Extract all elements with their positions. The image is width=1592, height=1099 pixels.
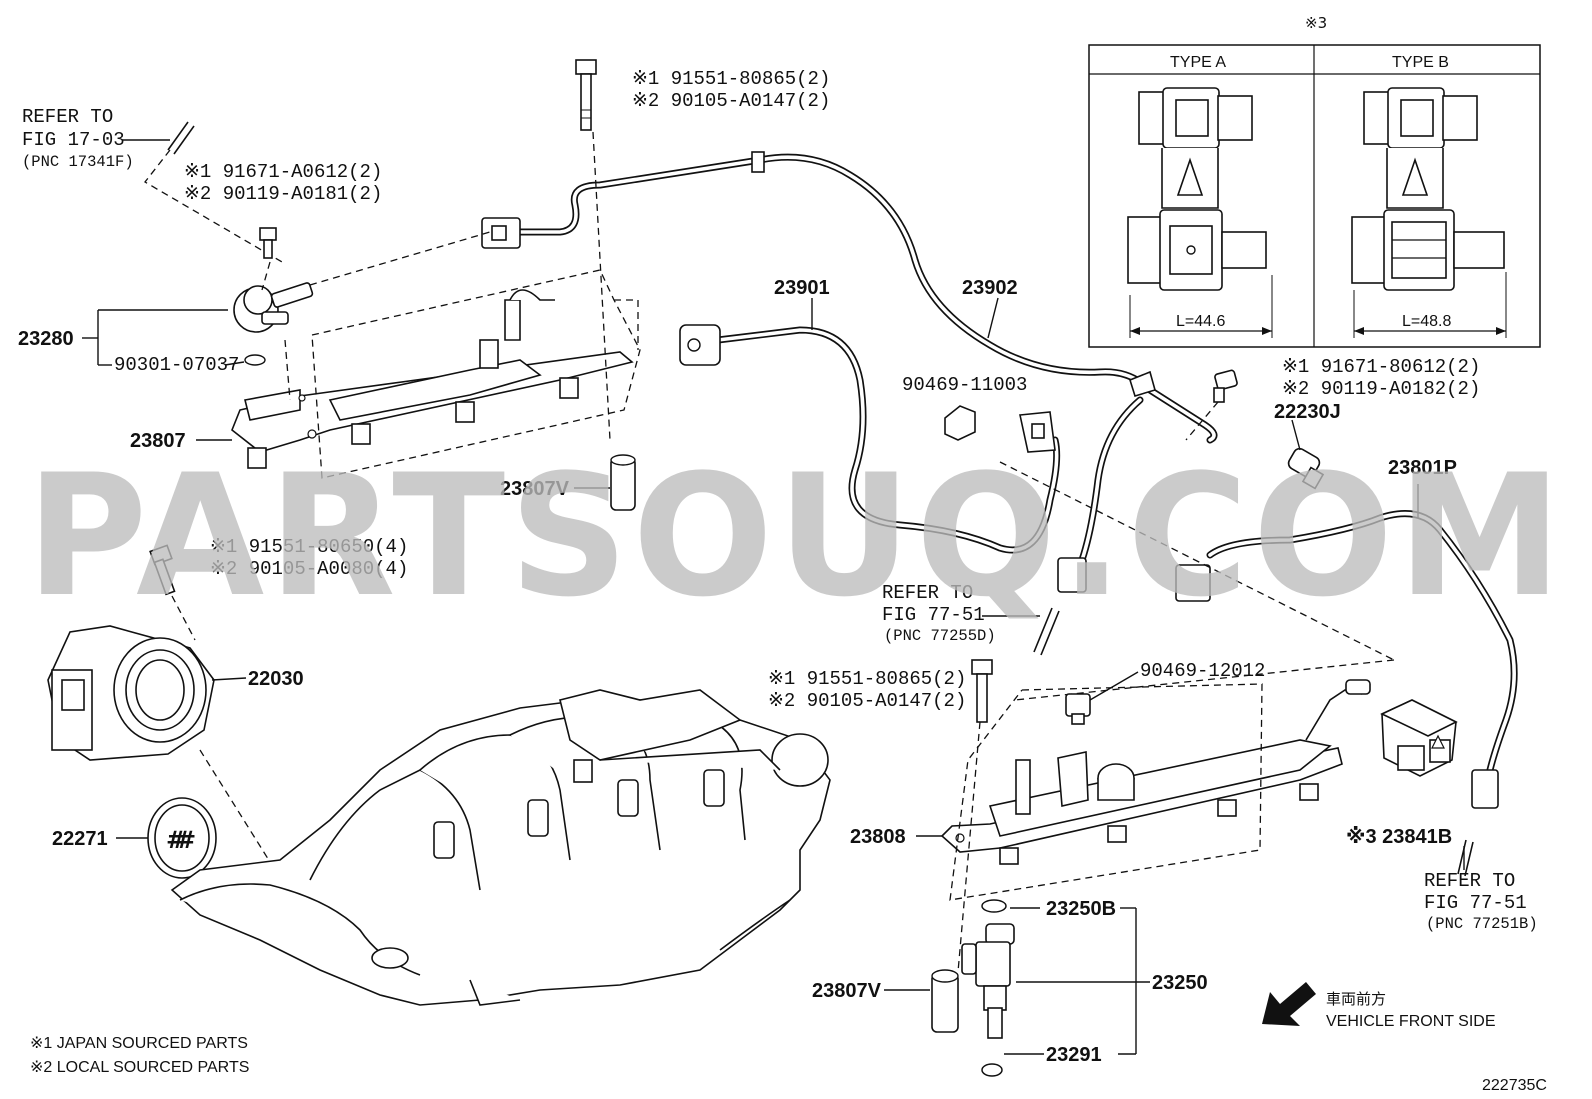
svg-text:FIG 77-51: FIG 77-51: [1424, 892, 1527, 914]
svg-text:REFER TO: REFER TO: [882, 582, 973, 604]
svg-text:#: #: [176, 826, 196, 854]
leader-lines: [82, 297, 1419, 1055]
fuel-injector-23250[interactable]: [961, 923, 1015, 1039]
svg-text:#: #: [166, 826, 186, 854]
fuel-rail-23807[interactable]: [231, 289, 634, 469]
type-b-connector-drawing: [1351, 87, 1507, 338]
spacer-23807v-lower[interactable]: [931, 969, 959, 1033]
label-22030[interactable]: 22030: [248, 668, 304, 690]
label-90301-07037[interactable]: 90301-07037: [114, 354, 239, 376]
bolt-damper[interactable]: [259, 227, 277, 259]
label-23841b[interactable]: ※3 23841B: [1346, 826, 1452, 848]
direction-en: VEHICLE FRONT SIDE: [1326, 1013, 1496, 1030]
o-ring-90301[interactable]: [244, 354, 266, 366]
svg-text:REFER TO: REFER TO: [1424, 870, 1515, 892]
legend-note-2: ※2 LOCAL SOURCED PARTS: [30, 1059, 249, 1076]
fuel-pipe-23801p[interactable]: [1175, 510, 1518, 809]
o-ring-23291[interactable]: [981, 1063, 1003, 1077]
ref-fig-17-03[interactable]: REFER TO FIG 17-03 (PNC 17341F): [22, 106, 195, 171]
inset-type-b-label: TYPE B: [1392, 54, 1449, 71]
ref-fig-77-51-b[interactable]: REFER TO FIG 77-51 (PNC 77251B): [1424, 839, 1538, 933]
ref-fig-77-51-d[interactable]: REFER TO FIG 77-51 (PNC 77255D): [882, 582, 1060, 656]
label-90469-12012[interactable]: 90469-12012: [1140, 660, 1265, 682]
label-top-bolt-local[interactable]: ※2 90105-A0147(2): [632, 90, 830, 112]
connector-type-inset: ※3 TYPE A TYPE B L=44.6: [1088, 14, 1541, 348]
bolt-throttle-91551[interactable]: [149, 544, 176, 596]
arrow-down-left-icon: [1262, 982, 1316, 1026]
label-throttle-bolt-local[interactable]: ※2 90105-A0080(4): [210, 558, 408, 580]
svg-text:FIG 17-03: FIG 17-03: [22, 129, 125, 151]
clip-90469-11003[interactable]: [944, 370, 1156, 453]
svg-text:FIG 77-51: FIG 77-51: [882, 604, 985, 626]
bolt-top-91551[interactable]: [575, 59, 597, 131]
label-22230j[interactable]: 22230J: [1274, 401, 1341, 423]
label-23901[interactable]: 23901: [774, 277, 830, 299]
label-throttle-bolt-japan[interactable]: ※1 91551-80650(4): [210, 536, 408, 558]
label-23801p[interactable]: 23801P: [1388, 457, 1457, 479]
gasket-22271[interactable]: # #: [147, 797, 217, 879]
label-top-bolt-japan[interactable]: ※1 91551-80865(2): [632, 68, 830, 90]
label-vsv-bolt-local[interactable]: ※2 90119-A0182(2): [1282, 378, 1480, 400]
diagram-code: 222735C: [1482, 1077, 1547, 1094]
fuel-pipe-23901[interactable]: [679, 324, 1061, 554]
inset-note-mark: ※3: [1305, 14, 1327, 32]
vsv-23841b[interactable]: [1380, 699, 1458, 777]
svg-text:(PNC 77251B): (PNC 77251B): [1426, 915, 1538, 933]
svg-text:(PNC 77255D): (PNC 77255D): [884, 627, 996, 645]
svg-text:REFER TO: REFER TO: [22, 106, 113, 128]
label-23291[interactable]: 23291: [1046, 1044, 1102, 1066]
label-22271[interactable]: 22271: [52, 828, 108, 850]
throttle-body-22030[interactable]: [47, 625, 215, 761]
watermark: PARTSOUQ.COM: [26, 438, 1566, 634]
label-23280[interactable]: 23280: [18, 328, 74, 350]
fuel-pipe-lower-branch: [1057, 396, 1144, 593]
o-ring-23250b[interactable]: [981, 899, 1007, 913]
legend-note-1: ※1 JAPAN SOURCED PARTS: [30, 1035, 248, 1052]
label-23250b[interactable]: 23250B: [1046, 898, 1116, 920]
type-a-length: L=44.6: [1176, 313, 1225, 330]
legend: ※1 JAPAN SOURCED PARTS ※2 LOCAL SOURCED …: [30, 1035, 249, 1076]
label-23250[interactable]: 23250: [1152, 972, 1208, 994]
label-90469-11003[interactable]: 90469-11003: [902, 374, 1027, 396]
svg-text:(PNC 17341F): (PNC 17341F): [22, 153, 134, 171]
direction-jp: 車両前方: [1326, 990, 1386, 1008]
bolt-right-91551[interactable]: [971, 659, 993, 723]
type-b-length: L=48.8: [1402, 313, 1451, 330]
label-23807[interactable]: 23807: [130, 430, 186, 452]
label-23807v-upper[interactable]: 23807V: [500, 478, 570, 500]
vsv-22230j[interactable]: [1286, 446, 1325, 490]
pulsation-damper-23280[interactable]: [233, 282, 314, 333]
vehicle-front-direction: 車両前方 VEHICLE FRONT SIDE: [1262, 982, 1496, 1030]
label-vsv-bolt-japan[interactable]: ※1 91671-80612(2): [1282, 356, 1480, 378]
inset-type-a-label: TYPE A: [1170, 54, 1226, 71]
spacer-23807v-upper[interactable]: [610, 454, 636, 511]
fuel-rail-23808[interactable]: [940, 679, 1371, 865]
clip-90469-12012[interactable]: [1065, 693, 1091, 725]
intake-manifold: [170, 689, 831, 1006]
label-23808[interactable]: 23808: [850, 826, 906, 848]
bolt-vsv-91671[interactable]: [1213, 369, 1238, 403]
fuel-pipe-23902[interactable]: [481, 151, 1218, 444]
label-right-bolt-local[interactable]: ※2 90105-A0147(2): [768, 690, 966, 712]
label-damper-bolt-local[interactable]: ※2 90119-A0181(2): [184, 183, 382, 205]
type-a-connector-drawing: [1127, 87, 1273, 338]
label-23902[interactable]: 23902: [962, 277, 1018, 299]
label-right-bolt-japan[interactable]: ※1 91551-80865(2): [768, 668, 966, 690]
label-23807v-lower[interactable]: 23807V: [812, 980, 882, 1002]
label-damper-bolt-japan[interactable]: ※1 91671-A0612(2): [184, 161, 382, 183]
